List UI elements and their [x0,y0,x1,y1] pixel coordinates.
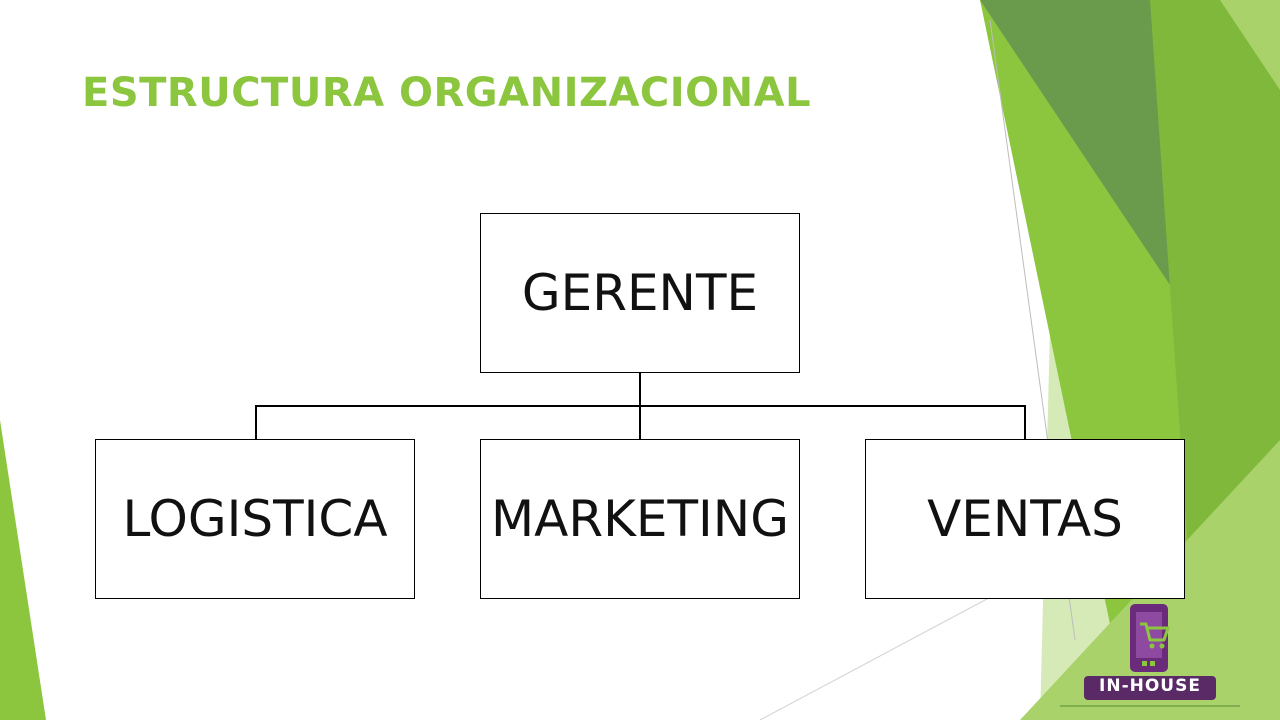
slide-title: ESTRUCTURA ORGANIZACIONAL [82,70,812,116]
right-dark-plane [980,0,1200,330]
node-marketing-label: MARKETING [491,490,789,548]
connector-root-down [639,372,641,407]
left-green-stripe [0,420,46,720]
node-logistica-label: LOGISTICA [122,490,388,548]
connector-logistica [255,405,257,440]
phone-cart-icon [1060,604,1240,707]
node-gerente: GERENTE [480,213,800,373]
node-logistica: LOGISTICA [95,439,415,599]
logo-text: IN-HOUSE [1099,676,1201,696]
right-top-light [1220,0,1280,90]
connector-marketing [639,405,641,440]
in-house-logo: IN-HOUSE [1060,600,1240,712]
node-ventas-label: VENTAS [927,490,1123,548]
node-ventas: VENTAS [865,439,1185,599]
node-gerente-label: GERENTE [521,264,759,322]
node-marketing: MARKETING [480,439,800,599]
connector-ventas [1024,405,1026,440]
